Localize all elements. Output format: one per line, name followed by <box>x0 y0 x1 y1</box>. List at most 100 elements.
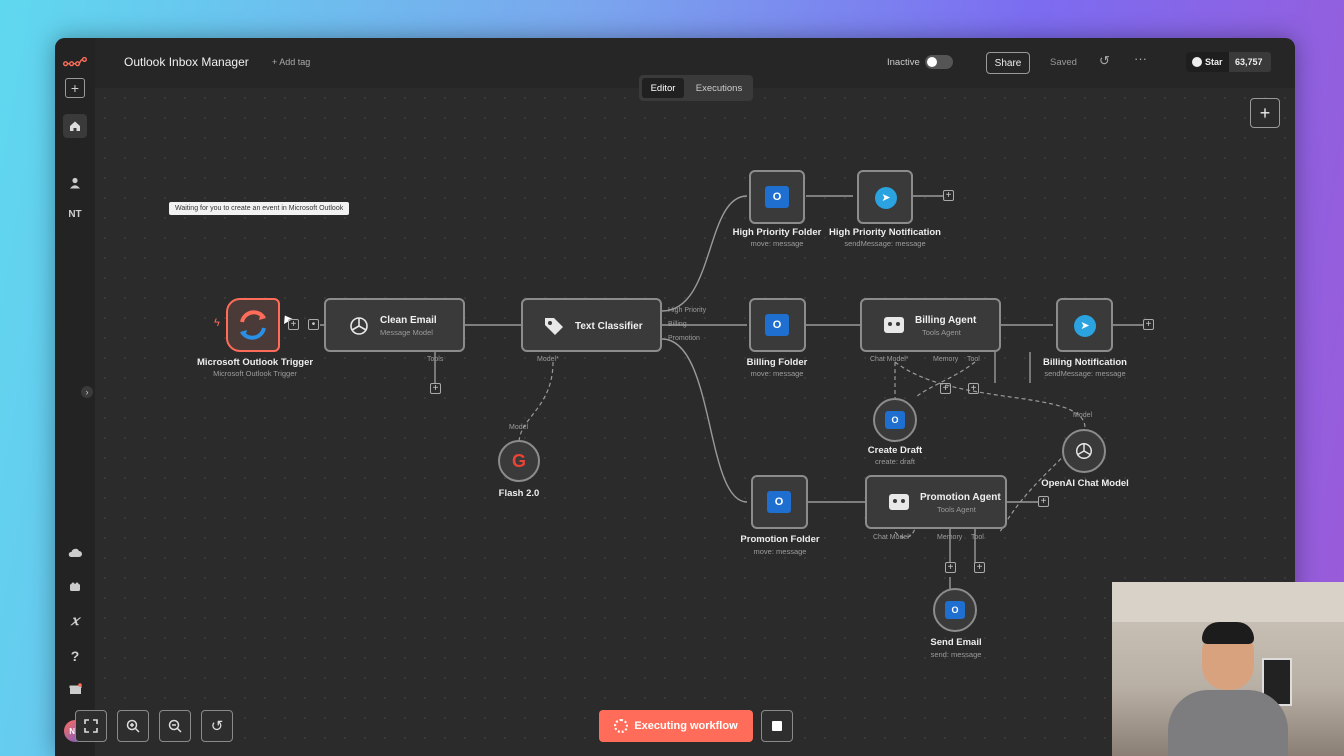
tab-executions[interactable]: Executions <box>695 82 743 94</box>
billing-notification-title: Billing Notification <box>1043 357 1127 368</box>
high-priority-folder-subtitle: move: message <box>750 239 804 248</box>
templates-icon[interactable] <box>63 575 87 599</box>
github-star-button[interactable]: Star 63,757 <box>1186 52 1271 72</box>
node-billing-agent[interactable]: Billing Agent Tools Agent <box>860 298 1001 352</box>
node-high-priority-folder[interactable]: O <box>749 170 805 224</box>
node-create-draft[interactable]: O <box>873 398 917 442</box>
google-icon: G <box>511 450 526 471</box>
node-openai-chat-model[interactable] <box>1062 429 1106 473</box>
cloud-icon[interactable] <box>63 541 87 565</box>
top-bar: Outlook Inbox Manager + Add tag Inactive… <box>95 38 1295 89</box>
billing-agent-tool-port: Tool <box>967 356 980 363</box>
node-clean-email[interactable]: Clean Email Message Model <box>324 298 465 352</box>
spinner-icon <box>614 719 629 733</box>
node-promotion-agent[interactable]: Promotion Agent Tools Agent <box>865 475 1007 529</box>
openai-icon <box>350 317 368 335</box>
reset-zoom-button[interactable]: ↺ <box>201 710 233 742</box>
high-priority-notification-title: High Priority Notification <box>829 227 941 238</box>
node-outlook-trigger[interactable] <box>226 298 280 352</box>
tab-editor[interactable]: Editor <box>642 78 684 98</box>
billing-folder-title: Billing Folder <box>746 357 808 368</box>
node-send-email[interactable]: O <box>933 588 977 632</box>
workflow-title[interactable]: Outlook Inbox Manager <box>124 55 249 69</box>
telegram-icon: ➤ <box>875 187 897 209</box>
promotion-folder-subtitle: move: message <box>753 547 807 556</box>
node-text-classifier[interactable]: Text Classifier <box>521 298 662 352</box>
outlook-icon: O <box>765 314 789 336</box>
executing-workflow-button[interactable]: Executing workflow <box>599 710 753 742</box>
n8n-logo[interactable] <box>63 50 87 74</box>
promotion-agent-add-tool[interactable]: + <box>974 562 985 573</box>
node-flash[interactable]: G <box>498 440 540 482</box>
sync-icon <box>240 310 266 340</box>
promotion-agent-memory-port: Memory <box>937 534 963 541</box>
gift-icon[interactable] <box>63 677 87 701</box>
github-icon <box>1192 57 1202 67</box>
webcam-overlay <box>1112 582 1344 756</box>
executing-label: Executing workflow <box>634 720 738 732</box>
zoom-in-button[interactable] <box>117 710 149 742</box>
active-toggle[interactable] <box>925 55 953 69</box>
billing-agent-title: Billing Agent <box>915 315 977 326</box>
output-high-priority: High Priority <box>668 307 707 314</box>
trigger-output-port[interactable]: • <box>308 319 319 330</box>
add-node-button[interactable]: + <box>1250 98 1280 128</box>
node-billing-notification[interactable]: ➤ <box>1056 298 1113 352</box>
create-draft-title: Create Draft <box>867 445 923 456</box>
fullscreen-icon <box>84 719 98 733</box>
user-icon[interactable] <box>63 171 87 195</box>
home-icon[interactable] <box>63 114 87 138</box>
openai-model-port: Model <box>1073 412 1093 419</box>
send-email-subtitle: send: message <box>930 650 982 659</box>
outlook-icon: O <box>885 411 905 429</box>
telegram-icon: ➤ <box>1074 315 1096 337</box>
clean-email-title: Clean Email <box>380 315 437 326</box>
zoom-in-icon <box>126 719 140 733</box>
text-classifier-title: Text Classifier <box>575 321 643 332</box>
fit-view-button[interactable] <box>75 710 107 742</box>
create-plus-icon[interactable]: + <box>65 78 85 98</box>
billing-folder-subtitle: move: message <box>750 369 804 378</box>
lightning-icon: ϟ <box>214 317 220 329</box>
promotion-agent-subtitle: Tools Agent <box>937 505 976 514</box>
promotion-agent-add-memory[interactable]: + <box>945 562 956 573</box>
billing-agent-add-memory[interactable]: + <box>940 383 951 394</box>
presenter-body <box>1168 690 1288 756</box>
node-promotion-folder[interactable]: O <box>751 475 808 529</box>
app-window: + NT 𝑥 ? NH Outlook Inbox Manager + Add … <box>55 38 1295 756</box>
promotion-agent-add-output[interactable]: + <box>1038 496 1049 507</box>
more-options-icon[interactable]: ··· <box>1134 51 1147 66</box>
history-icon[interactable]: ↺ <box>1099 53 1110 68</box>
active-status-label: Inactive <box>887 57 920 68</box>
star-count: 63,757 <box>1235 57 1263 67</box>
output-promotion: Promotion <box>668 335 700 342</box>
saved-status: Saved <box>1050 57 1077 68</box>
clean-email-add-tool[interactable]: + <box>430 383 441 394</box>
flash-title: Flash 2.0 <box>498 488 540 499</box>
node-high-priority-notification[interactable]: ➤ <box>857 170 913 224</box>
expand-sidebar-icon[interactable]: › <box>81 386 93 398</box>
high-priority-add-output[interactable]: + <box>943 190 954 201</box>
zoom-out-button[interactable] <box>159 710 191 742</box>
stop-execution-button[interactable] <box>761 710 793 742</box>
avatar-project[interactable]: NT <box>68 208 82 220</box>
variables-icon[interactable]: 𝑥 <box>71 613 79 629</box>
share-button[interactable]: Share <box>986 52 1030 74</box>
workflow-canvas[interactable]: Editor Executions + › <box>75 75 1295 756</box>
tag-icon <box>545 318 563 335</box>
create-draft-subtitle: create: draft <box>874 457 916 466</box>
flash-model-port: Model <box>509 424 529 431</box>
outlook-icon: O <box>765 186 789 208</box>
output-billing: Billing <box>668 321 687 328</box>
promotion-agent-chat-model-port: Chat Model* <box>873 534 912 541</box>
robot-icon <box>884 317 904 333</box>
trigger-add-output[interactable]: + <box>288 319 299 330</box>
node-billing-folder[interactable]: O <box>749 298 806 352</box>
help-icon[interactable]: ? <box>70 648 80 664</box>
billing-agent-add-tool[interactable]: + <box>968 383 979 394</box>
promotion-folder-title: Promotion Folder <box>740 534 820 545</box>
billing-notification-add-output[interactable]: + <box>1143 319 1154 330</box>
add-tag-link[interactable]: + Add tag <box>272 57 311 67</box>
billing-agent-subtitle: Tools Agent <box>922 328 961 337</box>
trigger-tooltip: Waiting for you to create an event in Mi… <box>169 202 350 215</box>
